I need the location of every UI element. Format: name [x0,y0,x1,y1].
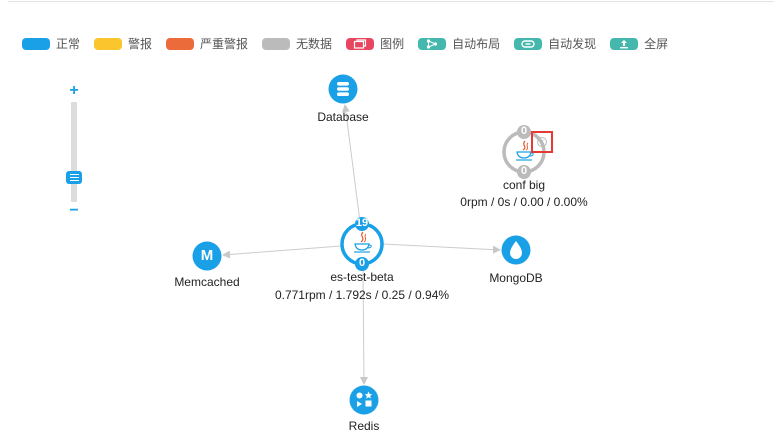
memcached-icon: M [200,247,214,264]
node-mongodb[interactable] [501,235,531,265]
edge-es-to-memcached [222,245,342,259]
conf-big-stats: 0rpm / 0s / 0.00 / 0.00% [460,195,588,209]
legend-icon [346,38,375,50]
database-label: Database [317,110,369,124]
auto-layout-button[interactable]: 自动布局 [418,37,500,51]
legend-label: 警报 [128,37,153,51]
edges [222,104,501,385]
close-icon: × [537,137,547,147]
nodata-swatch [262,38,291,50]
legend-critical: 严重警报 [166,37,248,51]
conf-big-label: conf big [502,178,546,192]
critical-swatch [166,38,195,50]
top-divider [8,1,774,2]
remove-node-button[interactable]: × [531,131,553,153]
mongodb-label: MongoDB [489,271,543,285]
es-test-beta-label: es-test-beta [330,270,394,284]
es-error-count: 0 [358,257,366,269]
incoming-badge [517,125,531,139]
zoom-slider-handle[interactable] [66,171,82,184]
redis-label: Redis [348,419,380,433]
legend-nodata: 无数据 [262,37,332,51]
auto-discover-button[interactable]: 自动发现 [514,37,596,51]
node-redis[interactable] [349,385,379,415]
error-badge [355,257,369,271]
normal-swatch [22,38,50,50]
layout-icon [418,38,447,50]
incoming-badge [355,217,369,231]
redis-icon [356,391,373,407]
legend-toolbar: 正常 警报 严重警报 无数据 图例 自动布局 自动发现 全屏 [22,36,682,52]
java-icon [354,231,372,253]
legend-label: 无数据 [296,37,333,51]
memcached-label: Memcached [174,275,240,289]
es-test-beta-stats: 0.771rpm / 1.792s / 0.25 / 0.94% [274,288,450,302]
node-memcached[interactable] [192,241,222,271]
legend-label: 正常 [56,37,81,51]
upload-icon [610,38,639,50]
legend-normal: 正常 [22,37,80,51]
legend-label: 严重警报 [200,37,249,51]
fullscreen-label: 全屏 [644,37,669,51]
conf-error-count: 0 [520,165,528,177]
zoom-in-button[interactable]: + [69,82,79,99]
mongodb-icon [510,241,522,259]
legend-toggle-label: 图例 [380,37,405,51]
es-incoming-count: 19 [355,217,369,229]
edge-es-to-mongodb [382,243,501,254]
warning-swatch [94,38,123,50]
zoom-control: + − [64,82,84,222]
node-database[interactable] [328,74,358,104]
edge-es-to-database [341,104,361,223]
legend-toggle-button[interactable]: 图例 [346,37,404,51]
fullscreen-button[interactable]: 全屏 [610,37,668,51]
zoom-out-button[interactable]: − [69,202,79,219]
java-icon [516,140,534,161]
conf-incoming-count: 0 [520,125,528,137]
node-es-test-beta[interactable] [340,217,384,271]
error-badge [517,165,531,179]
link-icon [514,38,543,50]
database-icon [337,82,349,96]
edge-es-to-redis [359,269,368,385]
legend-warning: 警报 [94,37,152,51]
auto-discover-label: 自动发现 [548,37,597,51]
auto-layout-label: 自动布局 [452,37,501,51]
zoom-slider-track[interactable] [71,102,77,202]
